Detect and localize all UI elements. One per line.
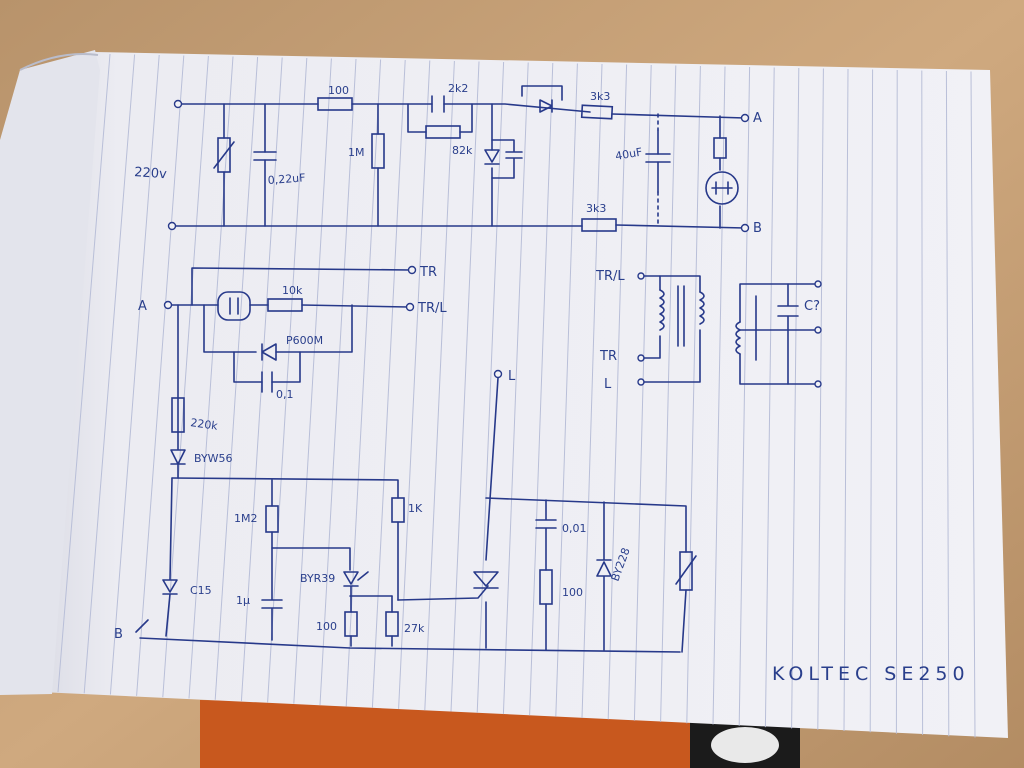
- ruled-line: [581, 63, 603, 719]
- ruled-line: [791, 67, 800, 729]
- ruled-line: [869, 69, 874, 733]
- ruled-line: [660, 65, 677, 722]
- ruled-line: [188, 56, 234, 699]
- ruled-line: [267, 57, 308, 703]
- ruled-line: [136, 55, 185, 696]
- ruled-line: [945, 70, 950, 737]
- ruled-line: [738, 66, 751, 726]
- ruled-line: [293, 58, 332, 704]
- ruled-line: [843, 68, 849, 732]
- page-curl: [0, 50, 100, 695]
- ruled-line: [633, 64, 652, 721]
- labels: 220v 100 2k2 82k 3k3 3k3 0,22uF 1M 40uF …: [114, 82, 970, 685]
- ruled-line: [371, 59, 406, 708]
- ruled-line: [398, 60, 431, 709]
- ruled-line: [476, 61, 505, 713]
- ruled-line: [607, 64, 628, 720]
- label-cap-bottom: 1µ: [236, 594, 250, 607]
- label-trafo-l: L: [604, 377, 612, 392]
- ruled-line: [529, 62, 554, 716]
- label-term-trl: TR/L: [417, 301, 447, 316]
- label-c-reservoir: 40uF: [614, 145, 643, 163]
- label-r-drop: 220k: [190, 416, 220, 433]
- label-term-b-bottom: B: [114, 627, 123, 642]
- label-r-bleed: 1M: [348, 146, 365, 159]
- label-r-27k: 27k: [404, 622, 425, 635]
- label-diode: BYW56: [194, 452, 233, 465]
- label-r-snub: 100: [562, 586, 583, 599]
- label-pot: P600M: [286, 334, 323, 347]
- label-term-a-top: A: [753, 111, 762, 126]
- ruled-line: [921, 70, 924, 735]
- label-zener: C15: [190, 584, 212, 597]
- ruled-line: [764, 67, 775, 728]
- mid-circuit: [163, 265, 417, 399]
- label-trafo-cap: C?: [804, 299, 820, 314]
- label-r-upper: 1M2: [234, 512, 258, 525]
- label-r-bypass: 82k: [452, 144, 473, 157]
- label-cap-mid: 0,1: [276, 388, 294, 401]
- ruled-line: [686, 65, 701, 724]
- ruled-line: [214, 56, 259, 700]
- booklet-logo: [711, 727, 779, 763]
- ruled-line: [895, 69, 898, 734]
- label-trafo-tr: TR: [599, 349, 617, 364]
- label-220v: 220v: [134, 165, 168, 182]
- label-c-series: 2k2: [448, 82, 468, 95]
- ruled-line: [424, 60, 455, 711]
- label-r-in: 100: [328, 84, 349, 97]
- ruled-line: [502, 62, 529, 715]
- label-c-snub: 0,01: [562, 522, 587, 535]
- top-circuit: [167, 85, 750, 233]
- ruled-line: [817, 68, 824, 730]
- page-curl-edge: [19, 53, 99, 71]
- label-r-1k: 1K: [408, 502, 423, 515]
- diagram-title: KOLTEC SE250: [772, 663, 970, 685]
- ruled-line: [970, 71, 976, 738]
- label-term-tr: TR: [419, 265, 437, 280]
- ruled-line: [555, 63, 578, 717]
- ruled-line: [109, 54, 160, 695]
- label-r-100: 100: [316, 620, 337, 633]
- label-term-l: L: [508, 369, 516, 384]
- notebook-page: [40, 52, 1008, 738]
- label-term-a-mid: A: [138, 299, 147, 314]
- ruled-line: [83, 54, 136, 694]
- ruled-line: [319, 58, 357, 706]
- label-r-lamp: 10k: [282, 284, 303, 297]
- ruled-line: [57, 53, 111, 693]
- ruled-line: [712, 66, 726, 725]
- label-r-return: 3k3: [586, 202, 606, 215]
- label-c-filter: 0,22uF: [267, 171, 306, 187]
- ruled-line: [450, 61, 480, 712]
- transformer: [637, 272, 822, 388]
- label-r-series: 3k3: [590, 90, 610, 103]
- label-term-b-top: B: [753, 221, 762, 236]
- label-trafo-trl: TR/L: [595, 269, 625, 284]
- label-diac: BYR39: [300, 572, 335, 585]
- bottom-circuit: [135, 369, 697, 653]
